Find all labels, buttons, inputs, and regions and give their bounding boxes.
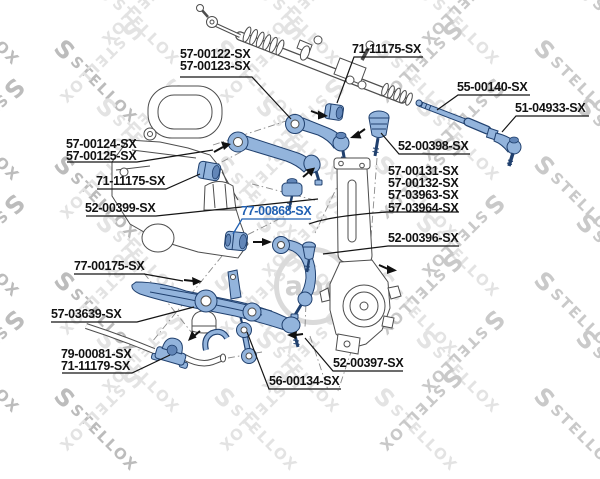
part-label-56-00134: 56-00134-SX (269, 374, 340, 388)
leader-lines (51, 56, 589, 390)
bump-stop (191, 310, 217, 334)
part-label-71-11175-left: 71-11175-SX (96, 174, 165, 188)
inner-tie-rod (415, 99, 493, 135)
lower-control-arm (131, 269, 301, 348)
suspension-diagram (51, 4, 589, 392)
part-label-57-00122: 57-00122-SX 57-00123-SX (180, 47, 251, 74)
ball-joint-52-00396 (302, 241, 316, 273)
part-label-71-11175-top: 71-11175-SX (352, 42, 421, 56)
upper-control-arm-rear (285, 114, 350, 164)
outer-tie-rod-end (485, 127, 522, 167)
part-label-77-00868-link[interactable]: 77-00868-SX (241, 204, 312, 218)
pointer-arrows (183, 110, 397, 341)
part-label-52-00397: 52-00397-SX (333, 356, 404, 370)
ball-joint-mid (281, 178, 303, 211)
part-label-57-00131-group: 57-00131-SX 57-00132-SX 57-03963-SX 57-0… (388, 164, 459, 215)
bushing-71-11175-top (323, 103, 345, 121)
part-label-51-04933: 51-04933-SX (515, 101, 586, 115)
steering-knuckle (319, 157, 402, 355)
upper-control-arm-front (227, 131, 323, 186)
tie-rod-ball-end (196, 4, 204, 12)
stabilizer-link (236, 314, 257, 364)
part-label-57-00124: 57-00124-SX 57-00125-SX (66, 137, 137, 164)
part-label-55-00140: 55-00140-SX (457, 80, 528, 94)
part-label-57-03639: 57-03639-SX (51, 307, 122, 321)
clamp-hook (202, 328, 230, 351)
bushing-71-11175-left (196, 160, 222, 182)
part-label-52-00399: 52-00399-SX (85, 201, 156, 215)
steering-rack (196, 4, 413, 106)
stabilizer-bracket (150, 337, 189, 369)
watermark-brand-text: STELLOX (546, 400, 600, 476)
stabilizer-bar (85, 323, 227, 367)
part-label-52-00396: 52-00396-SX (388, 231, 459, 245)
part-label-79-00081: 79-00081-SX 71-11179-SX (61, 347, 132, 374)
bushing-77-00868 (224, 230, 248, 252)
watermark-brand-text: STELLOX (66, 400, 142, 476)
watermark-brand-text: STELLOX (226, 400, 302, 476)
ball-joint-52-00398 (368, 110, 390, 157)
subframe (111, 85, 249, 259)
leader-line-highlighted (232, 218, 311, 235)
part-label-52-00398: 52-00398-SX (398, 139, 469, 153)
part-label-77-00175: 77-00175-SX (74, 259, 145, 273)
watermark-brand-text: STELLOX (386, 400, 462, 476)
